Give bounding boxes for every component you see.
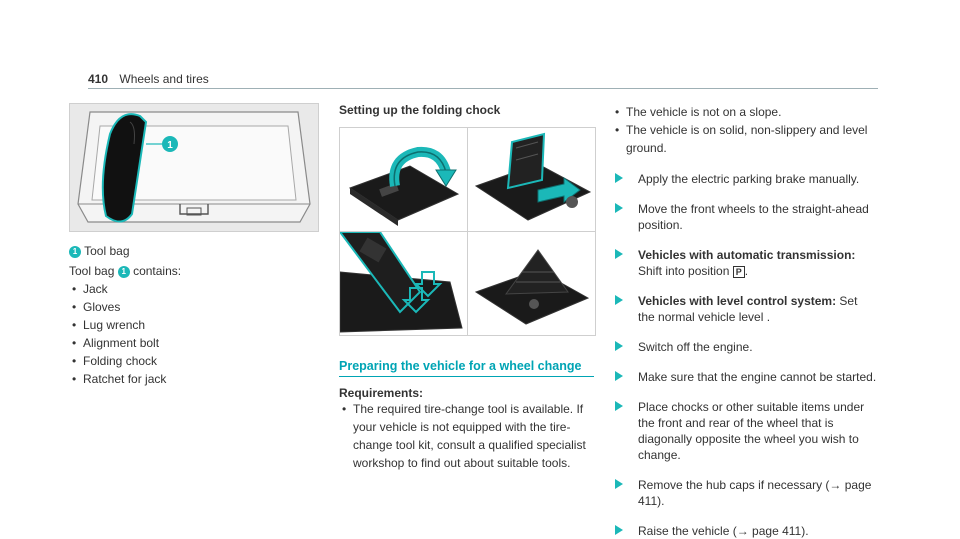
requirements-list: The required tire-change tool is availab… — [339, 400, 594, 472]
lead-suffix: contains: — [133, 264, 182, 278]
section-title: Preparing the vehicle for a wheel change — [339, 359, 582, 373]
requirements-label: Requirements: — [339, 386, 424, 400]
list-item: Jack — [69, 280, 319, 298]
column-left: 1 1 Tool bag Tool bag 1 contains: Jack G… — [69, 103, 319, 388]
figure-caption: 1 Tool bag — [69, 242, 319, 260]
folding-chock-figure-grid — [339, 127, 596, 336]
caption-label: Tool bag — [84, 244, 130, 258]
caption-callout: 1 — [69, 245, 81, 258]
page-number: 410 — [88, 72, 109, 86]
tool-bag-contents-list: Jack Gloves Lug wrench Alignment bolt Fo… — [69, 280, 319, 388]
chapter-title: Wheels and tires — [119, 72, 209, 86]
list-item: Gloves — [69, 298, 319, 316]
step-text: Apply the electric parking brake manuall… — [638, 172, 860, 186]
chock-step-3-image — [340, 232, 467, 335]
trunk-tool-bag-figure: 1 — [69, 103, 319, 232]
section-divider — [339, 376, 594, 377]
step-9: Raise the vehicle (→ page 411). — [612, 523, 877, 539]
trunk-illustration: 1 — [70, 104, 318, 231]
contents-lead: Tool bag 1 contains: — [69, 262, 319, 280]
step-3: Vehicles with automatic transmission: Sh… — [612, 247, 877, 279]
list-item: Folding chock — [69, 352, 319, 370]
step-arrow-icon — [615, 371, 623, 381]
step-condition: Vehicles with level control system: — [638, 294, 837, 308]
step-text: Remove the hub caps if necessary (→ page… — [638, 478, 872, 508]
step-4: Vehicles with level control system: Set … — [612, 293, 877, 325]
step-arrow-icon — [615, 401, 623, 411]
list-item: Alignment bolt — [69, 334, 319, 352]
step-text: Move the front wheels to the straight-ah… — [638, 202, 869, 232]
lead-callout: 1 — [117, 265, 130, 278]
step-6: Make sure that the engine cannot be star… — [612, 369, 877, 385]
chock-step-4-image — [468, 232, 595, 335]
step-7: Place chocks or other suitable items und… — [612, 399, 877, 463]
step-5: Switch off the engine. — [612, 339, 877, 355]
step-arrow-icon — [615, 295, 623, 305]
page-header: 410 Wheels and tires — [88, 72, 209, 86]
header-divider — [88, 88, 878, 89]
step-text: Set the normal vehicle level . — [638, 294, 858, 324]
step-arrow-icon — [615, 249, 623, 259]
list-item: Ratchet for jack — [69, 370, 319, 388]
list-item: The required tire-change tool is availab… — [339, 400, 594, 472]
step-arrow-icon — [615, 203, 623, 213]
step-arrow-icon — [615, 173, 623, 183]
chock-step-2-image — [468, 128, 595, 231]
step-text: Place chocks or other suitable items und… — [638, 400, 865, 462]
step-text: Shift into position — [638, 264, 730, 278]
step-arrow-icon — [615, 525, 623, 535]
step-arrow-icon — [615, 341, 623, 351]
lead-prefix: Tool bag — [69, 264, 115, 278]
chock-step-1-image — [340, 128, 467, 231]
folding-chock-heading: Setting up the folding chock — [339, 103, 501, 117]
list-item: Lug wrench — [69, 316, 319, 334]
step-1: Apply the electric parking brake manuall… — [612, 171, 877, 187]
figure-callout-1: 1 — [167, 140, 173, 151]
step-text: Raise the vehicle (→ page 411). — [638, 524, 809, 538]
step-text-end: . — [744, 264, 749, 278]
list-item: The vehicle is on solid, non-slippery an… — [612, 121, 877, 157]
park-position-symbol: P — [732, 266, 745, 278]
step-8: Remove the hub caps if necessary (→ page… — [612, 477, 877, 509]
step-condition: Vehicles with automatic transmission: — [638, 248, 856, 262]
step-text: Switch off the engine. — [638, 340, 753, 354]
step-arrow-icon — [615, 479, 623, 489]
step-text: Make sure that the engine cannot be star… — [638, 370, 877, 384]
list-item: The vehicle is not on a slope. — [612, 103, 877, 121]
column-right: The vehicle is not on a slope. The vehic… — [612, 103, 877, 539]
column-middle: Setting up the folding chock — [339, 103, 596, 472]
step-2: Move the front wheels to the straight-ah… — [612, 201, 877, 233]
conditions-list: The vehicle is not on a slope. The vehic… — [612, 103, 877, 157]
